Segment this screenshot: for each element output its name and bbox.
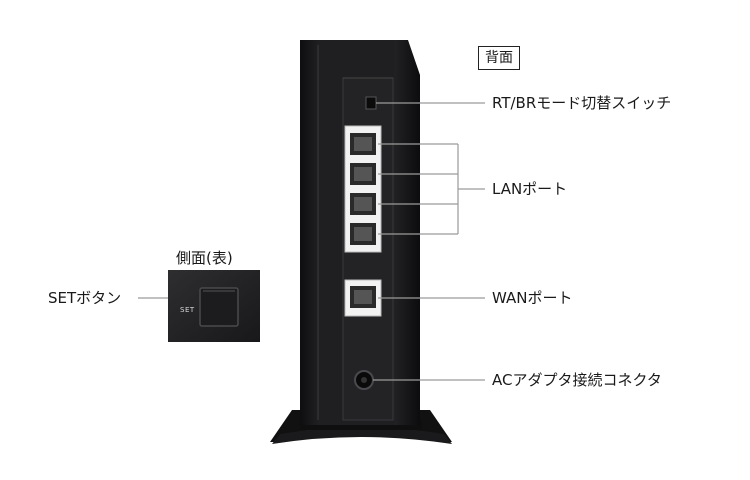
lan-port-4 [350,223,376,245]
lan-port-1 [350,133,376,155]
callout-ac-adapter: ACアダプタ接続コネクタ [492,371,662,389]
lan-port-block [344,125,382,253]
side-inset-photo [168,270,260,342]
callout-mode-switch: RT/BRモード切替スイッチ [492,94,672,112]
wan-port [344,279,382,317]
inset-title: 側面(表) [176,249,233,267]
mode-switch [365,96,377,110]
callout-set-button: SETボタン [48,289,122,307]
set-button [199,287,239,327]
callout-lan-port: LANポート [492,180,568,198]
view-label-rear: 背面 [478,46,520,70]
ac-adapter-connector [354,370,374,390]
lan-port-3 [350,193,376,215]
inset-set-text: SET [180,306,195,314]
callout-wan-port: WANポート [492,289,573,307]
lan-port-2 [350,163,376,185]
